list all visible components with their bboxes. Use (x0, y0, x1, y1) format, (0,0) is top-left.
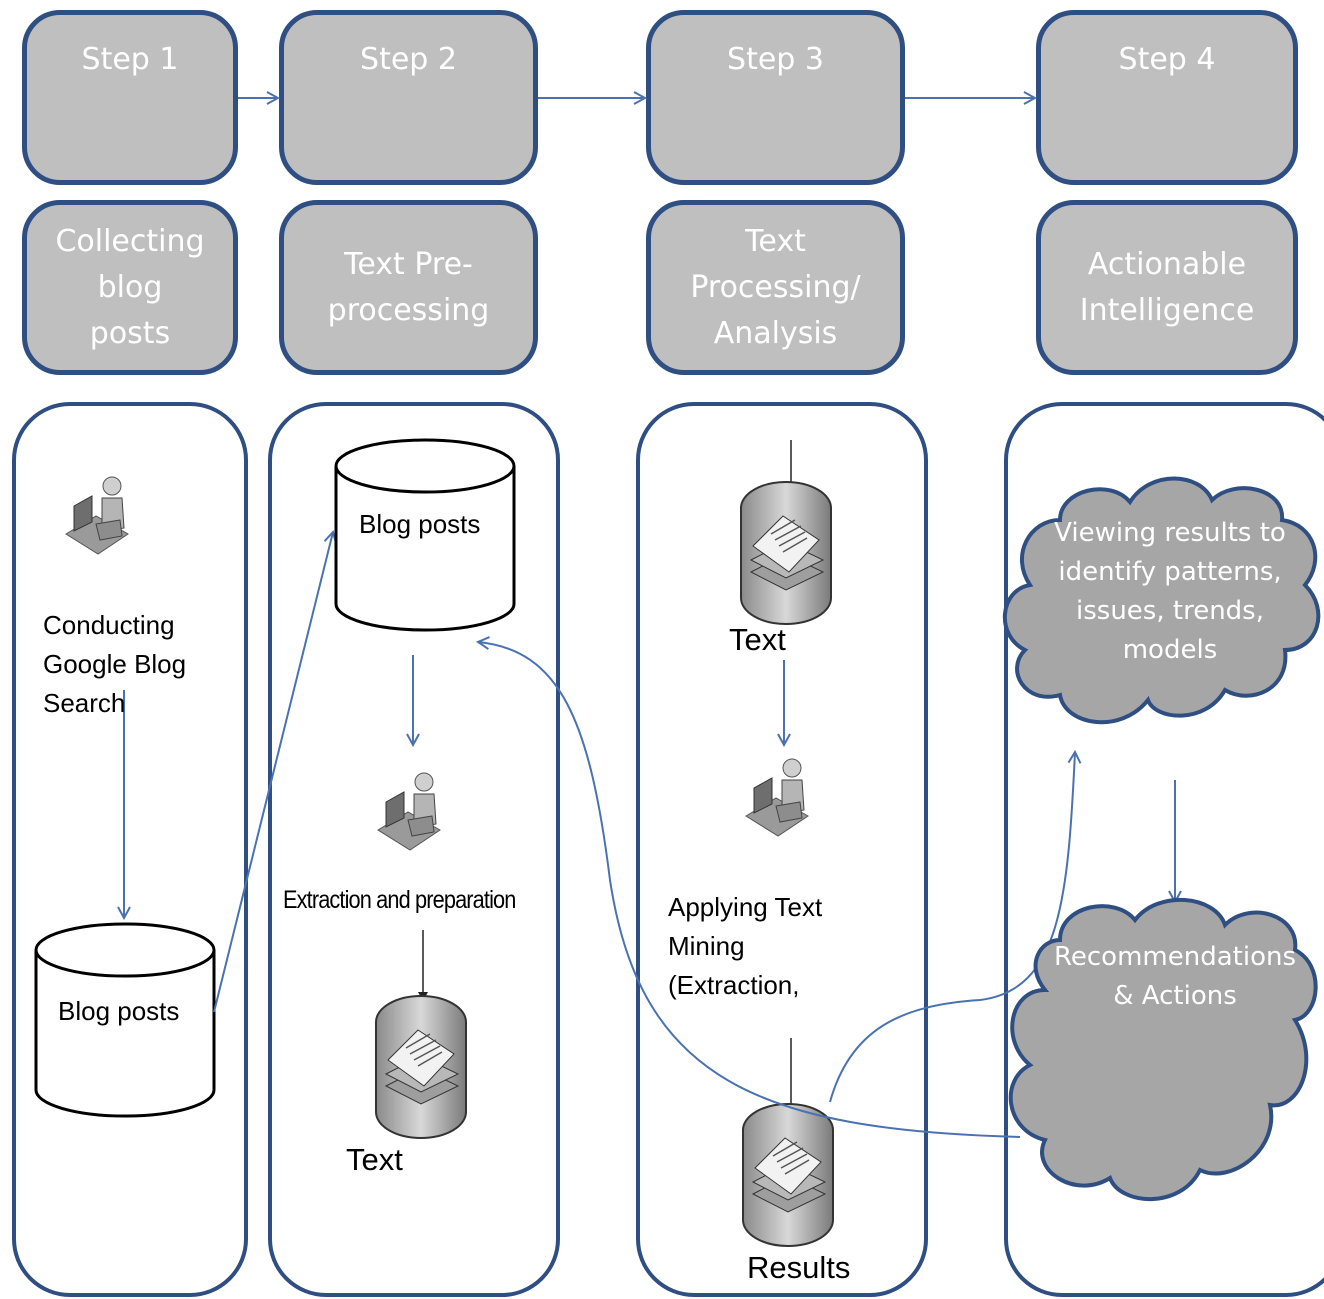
cloud-line: & Actions (1113, 981, 1237, 1011)
step-2-description: Text Pre-processing (279, 200, 538, 375)
desc-line: Intelligence (1079, 292, 1255, 328)
step-2-title: Step 2 (360, 42, 457, 77)
cloud-line: Viewing results to (1054, 518, 1286, 548)
cloud-line: Recommendations (1053, 942, 1296, 972)
cloud-2-text: Recommendations & Actions (1040, 938, 1310, 1016)
cloud-shape (1002, 476, 1321, 725)
desc-line: blog (97, 269, 163, 305)
desc-line: Actionable (1087, 246, 1247, 282)
desc-line: Analysis (713, 315, 838, 351)
cloud-line: issues, trends, (1076, 596, 1264, 626)
blog-posts-db-label: Blog posts (359, 509, 481, 539)
document-stack-icon (740, 481, 832, 625)
label-line: Google Blog (43, 649, 187, 679)
column-2 (268, 402, 560, 1297)
desc-line: Collecting (55, 223, 205, 259)
step-1-description: Collecting blog posts (22, 200, 238, 375)
user-icon (377, 772, 441, 851)
step-3-title: Step 3 (727, 42, 824, 77)
desc-line: Processing/ (690, 269, 861, 305)
step-4-box: Step 4 (1036, 10, 1298, 185)
database-icon (334, 438, 516, 632)
step-4-title: Step 4 (1118, 42, 1216, 77)
step-1-title: Step 1 (81, 42, 179, 77)
text-label: Text (346, 1142, 403, 1177)
desc-line: Text (745, 223, 806, 259)
column-3 (636, 402, 928, 1297)
column-1 (12, 402, 248, 1297)
desc-line: posts (89, 315, 171, 351)
database-icon (34, 922, 216, 1118)
step-3-box: Step 3 (646, 10, 905, 185)
user-icon (745, 758, 809, 837)
column-4 (1004, 402, 1324, 1297)
arrow-results-to-cloud1 (829, 752, 1075, 1103)
results-label: Results (747, 1250, 851, 1285)
desc-line: processing (327, 292, 490, 328)
label-line: Conducting (43, 610, 175, 640)
text-label: Text (729, 622, 786, 657)
cloud-line: identify patterns, (1058, 557, 1282, 587)
desc-line: Text Pre- (344, 246, 473, 282)
label-line: Mining (668, 931, 745, 961)
label-line: Search (43, 688, 126, 718)
arrow-db1-to-db2 (213, 532, 333, 1013)
extraction-label: Extraction and preparation (283, 886, 516, 914)
label-line: (Extraction, (668, 970, 800, 1000)
cloud-1-text: Viewing results to identify patterns, is… (1040, 514, 1300, 670)
cloud-shape (1008, 898, 1318, 1202)
arrow-feedback-to-db2 (478, 642, 1021, 1138)
document-stack-icon (742, 1103, 834, 1247)
blog-posts-db-label: Blog posts (58, 996, 180, 1026)
label-line: Applying Text (668, 892, 823, 922)
cloud-line: models (1122, 635, 1218, 665)
step-1-box: Step 1 (22, 10, 238, 185)
search-task-label: Conducting Google Blog Search (43, 606, 186, 723)
mining-task-label: Applying Text Mining (Extraction, (668, 888, 822, 1005)
document-stack-icon (375, 995, 467, 1139)
user-icon (65, 476, 129, 555)
step-2-box: Step 2 (279, 10, 538, 185)
